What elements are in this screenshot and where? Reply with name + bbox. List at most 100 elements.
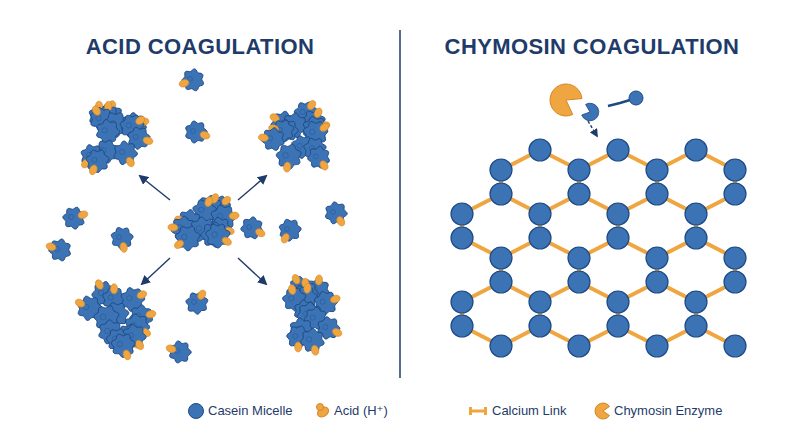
casein-micelle	[724, 159, 746, 181]
casein-micelle	[490, 335, 512, 357]
casein-micelle	[568, 159, 590, 181]
casein-micelle	[568, 247, 590, 269]
cleaved-fragment	[582, 103, 599, 121]
acid-ion	[125, 156, 136, 168]
casein-micelle	[685, 227, 707, 249]
casein-micelle	[97, 120, 120, 143]
direction-arrow	[238, 176, 266, 200]
acid-ion	[315, 275, 323, 286]
casein-micelle	[607, 227, 629, 249]
casein-micelle	[646, 247, 668, 269]
direction-arrow	[142, 258, 170, 284]
acid-ion	[221, 236, 233, 247]
casein-micelle	[646, 335, 668, 357]
cleaved-fragment	[629, 91, 643, 105]
legend-label: Acid (H⁺)	[334, 403, 388, 418]
casein-micelle	[490, 183, 512, 205]
legend-label: Casein Micelle	[208, 403, 293, 418]
casein-micelle	[451, 291, 473, 313]
casein-micelle	[186, 121, 211, 143]
acid-ion	[91, 104, 102, 116]
acid-ion	[45, 242, 57, 252]
legend-swatch	[468, 401, 492, 421]
divider-line	[399, 30, 401, 378]
acid-ion	[199, 130, 211, 140]
acid-ion	[134, 114, 146, 126]
acid-ion	[168, 223, 179, 231]
acid-ion	[229, 211, 240, 220]
acid-ion	[258, 133, 269, 142]
acid-ion	[94, 278, 105, 290]
acid-ion	[220, 195, 232, 207]
casein-micelle	[279, 219, 301, 244]
acid-ion	[145, 309, 156, 318]
panel-heading: CHYMOSIN COAGULATION	[445, 34, 740, 60]
acid-ion	[310, 344, 320, 356]
casein-micelle	[529, 203, 551, 225]
casein-micelle	[646, 271, 668, 293]
casein-micelle	[451, 203, 473, 225]
casein-micelle	[45, 239, 70, 261]
acid-ion	[178, 78, 190, 88]
casein-micelle	[646, 183, 668, 205]
casein-micelle	[724, 247, 746, 269]
casein-micelle	[451, 315, 473, 337]
casein-micelle	[165, 341, 191, 363]
casein-micelle	[529, 227, 551, 249]
casein-micelle	[568, 271, 590, 293]
acid-ion	[280, 232, 291, 244]
legend-item: Acid (H⁺)	[314, 401, 388, 421]
casein-micelle	[685, 139, 707, 161]
acid-ion	[173, 239, 185, 251]
direction-arrow	[140, 176, 170, 200]
casein-micelle	[568, 335, 590, 357]
legend-item: Calcium Link	[468, 401, 566, 421]
acid-ion	[88, 164, 99, 176]
casein-micelle	[276, 144, 301, 172]
acid-ion	[254, 227, 266, 238]
acid-ion	[119, 242, 128, 253]
acid-ion	[136, 289, 148, 300]
casein-micelle	[529, 139, 551, 161]
casein-micelle	[685, 203, 707, 225]
acid-ion	[318, 122, 330, 133]
casein-micelle	[568, 183, 590, 205]
casein-micelle	[326, 202, 348, 227]
acid-ion	[74, 298, 86, 309]
casein-micelle	[186, 289, 208, 315]
casein-micelle	[490, 159, 512, 181]
acid-ion	[142, 136, 154, 146]
legend-label: Calcium Link	[492, 403, 566, 418]
casein-micelle	[241, 217, 267, 239]
acid-ion	[329, 294, 341, 304]
acid-ion	[331, 327, 343, 338]
casein-micelle	[607, 203, 629, 225]
acid-ion	[306, 99, 318, 111]
acid-ion	[291, 273, 302, 285]
acid-ion	[303, 283, 312, 294]
direction-arrow	[238, 258, 266, 284]
cleaved-tail	[608, 100, 630, 106]
casein-micelle	[206, 224, 233, 248]
acid-coagulation-illustration	[45, 69, 347, 363]
casein-micelle	[685, 315, 707, 337]
acid-ion	[122, 349, 132, 361]
acid-ion	[165, 344, 177, 354]
acid-ion	[77, 210, 89, 220]
chymosin-lattice-illustration	[451, 84, 746, 357]
casein-micelle	[111, 227, 133, 252]
casein-micelle	[114, 141, 137, 168]
legend-label: Chymosin Enzyme	[614, 403, 722, 418]
acid-ion	[335, 215, 346, 227]
casein-micelle	[63, 207, 89, 229]
direction-arrow	[588, 121, 597, 136]
casein-micelle	[258, 128, 284, 151]
casein-micelle	[607, 291, 629, 313]
casein-micelle	[173, 226, 200, 250]
casein-micelle	[490, 247, 512, 269]
casein-micelle	[646, 159, 668, 181]
casein-micelle	[111, 334, 135, 361]
casein-micelle	[86, 150, 109, 176]
casein-micelle	[529, 315, 551, 337]
